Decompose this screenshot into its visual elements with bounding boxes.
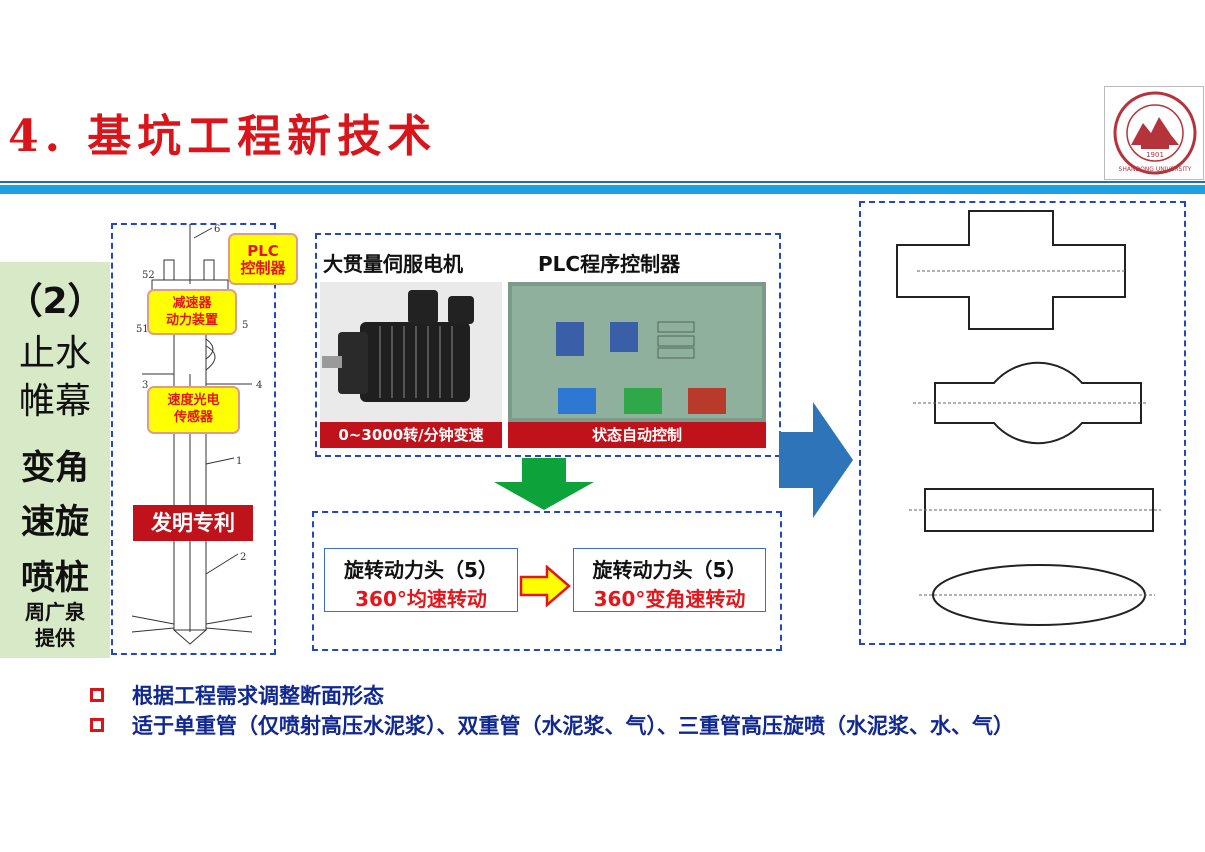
plc-screen-icon	[508, 282, 766, 422]
university-logo: 1901 SHANDONG UNIVERSITY	[1104, 86, 1204, 180]
drawing-number-51: 51	[136, 324, 149, 335]
yellow-right-arrow-icon	[519, 565, 571, 607]
reducer-text: 减速器 动力装置	[165, 296, 218, 328]
auto-control-caption: 状态自动控制	[508, 422, 766, 448]
plc-screen-photo	[508, 282, 766, 422]
green-down-arrow-icon	[494, 458, 594, 510]
uniform-rotation-title: 旋转动力头（5）	[344, 558, 498, 582]
variable-rotation-box: 旋转动力头（5） 360°变角速转动	[573, 548, 766, 612]
variable-rotation-desc: 360°变角速转动	[593, 587, 746, 611]
invention-patent-badge: 发明专利	[133, 505, 253, 541]
drawing-number-1: 1	[236, 456, 242, 467]
square-bullet-icon	[90, 718, 104, 732]
drawing-number-4: 4	[256, 380, 262, 391]
title-underline	[0, 185, 1205, 194]
bullet-list: 根据工程需求调整断面形态 适于单重管（仅喷射高压水泥浆）、双重管（水泥浆、气）、…	[90, 680, 1014, 740]
drawing-number-3: 3	[142, 380, 148, 391]
circle-with-arms-shape-icon	[934, 361, 1142, 445]
drawing-number-6: 6	[214, 224, 220, 235]
shandong-university-seal-icon: 1901 SHANDONG UNIVERSITY	[1113, 91, 1197, 175]
side-text-1: 止水	[18, 333, 91, 374]
plc-controller-text: PLC 控制器	[240, 242, 286, 277]
uniform-rotation-box: 旋转动力头（5） 360°均速转动	[324, 548, 518, 612]
cross-shape-icon	[896, 210, 1126, 330]
side-text-5: 喷桩	[21, 558, 89, 598]
plc-program-title: PLC程序控制器	[538, 252, 681, 276]
svg-text:1901: 1901	[1146, 151, 1164, 159]
title-underline-thin	[0, 181, 1205, 183]
reducer-label: 减速器 动力装置	[147, 289, 237, 335]
uniform-rotation-desc: 360°均速转动	[355, 587, 487, 611]
bullet-item: 根据工程需求调整断面形态	[90, 680, 1014, 710]
servo-motor-icon	[320, 282, 502, 422]
author-name: 周广泉	[25, 600, 85, 624]
speed-sensor-label: 速度光电 传感器	[147, 386, 240, 434]
cross-section-shapes-box	[859, 201, 1186, 645]
patent-drawing-box	[111, 223, 276, 655]
drawing-number-52: 52	[142, 270, 155, 281]
speed-sensor-text: 速度光电 传感器	[167, 393, 220, 425]
plc-controller-label: PLC 控制器	[228, 233, 298, 285]
drawing-number-2: 2	[240, 552, 246, 563]
bullet-text: 根据工程需求调整断面形态	[132, 684, 384, 708]
side-panel: （2） 止水 帷幕 变角 速旋 喷桩 周广泉 提供	[0, 262, 110, 658]
section-number: （2）	[6, 281, 104, 322]
motor-speed-caption: 0~3000转/分钟变速	[320, 422, 502, 448]
bullet-item: 适于单重管（仅喷射高压水泥浆）、双重管（水泥浆、气）、三重管高压旋喷（水泥浆、水…	[90, 710, 1014, 740]
rotation-head-box	[312, 511, 782, 651]
side-text-2: 帷幕	[18, 381, 91, 422]
bullet-text: 适于单重管（仅喷射高压水泥浆）、双重管（水泥浆、气）、三重管高压旋喷（水泥浆、水…	[132, 714, 1014, 738]
cross-section-shapes	[896, 210, 1161, 626]
page-title: 4. 基坑工程新技术	[8, 111, 438, 162]
variable-rotation-title: 旋转动力头（5）	[592, 558, 747, 582]
servo-motor-title: 大贯量伺服电机	[323, 252, 463, 276]
author-provided: 提供	[35, 626, 75, 650]
side-text-3: 变角	[21, 448, 89, 488]
blue-right-arrow-icon	[779, 402, 853, 518]
motor-plc-box	[315, 233, 781, 457]
servo-motor-photo	[320, 282, 502, 422]
drawing-number-5: 5	[242, 320, 248, 331]
square-bullet-icon	[90, 688, 104, 702]
svg-text:SHANDONG UNIVERSITY: SHANDONG UNIVERSITY	[1119, 166, 1192, 173]
side-text-4: 速旋	[21, 502, 89, 542]
